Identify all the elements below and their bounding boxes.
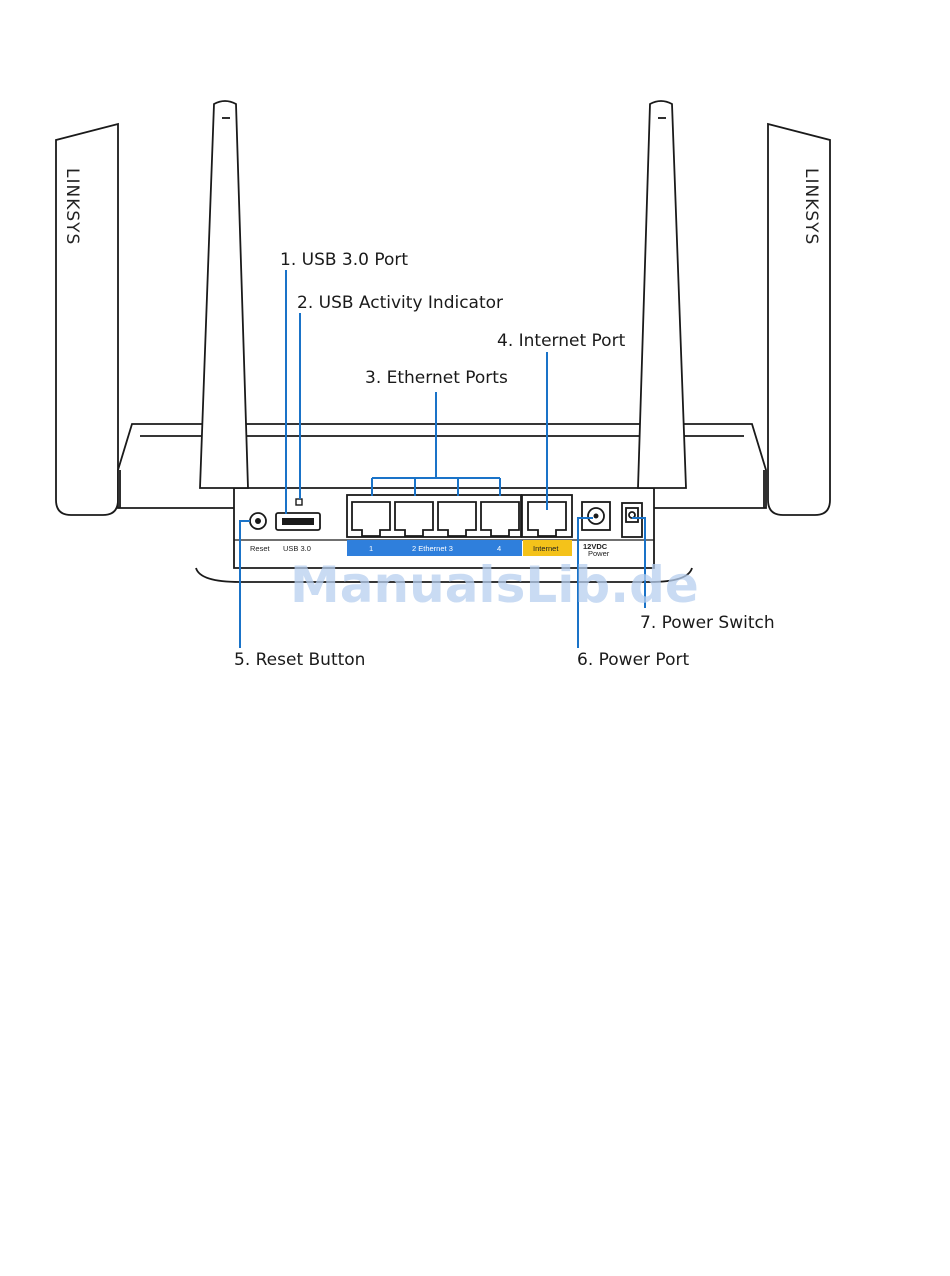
callout-reset-button: 5. Reset Button — [234, 650, 365, 670]
left-antenna — [200, 101, 248, 488]
callout-ethernet-ports: 3. Ethernet Ports — [365, 368, 508, 388]
right-fin: LINKSYS — [768, 124, 830, 515]
callout-usb-indicator: 2. USB Activity Indicator — [297, 293, 503, 313]
internet-port-label: Internet — [533, 544, 559, 553]
brand-logo-left: LINKSYS — [62, 168, 82, 245]
brand-logo-right: LINKSYS — [801, 168, 821, 245]
ethernet-ports-label: 2 Ethernet 3 — [412, 544, 453, 553]
right-antenna — [638, 101, 686, 488]
ethernet-port-4-label: 4 — [497, 544, 501, 553]
callout-power-port: 6. Power Port — [577, 650, 689, 670]
callout-power-switch: 7. Power Switch — [640, 613, 775, 633]
left-fin: LINKSYS — [56, 124, 118, 515]
ethernet-port-1-label: 1 — [369, 544, 373, 553]
usb-port-label: USB 3.0 — [283, 544, 311, 553]
watermark: ManualsLib.de — [290, 556, 699, 614]
callout-usb-port: 1. USB 3.0 Port — [280, 250, 408, 270]
reset-port-label: Reset — [250, 544, 271, 553]
callout-internet-port: 4. Internet Port — [497, 331, 626, 351]
